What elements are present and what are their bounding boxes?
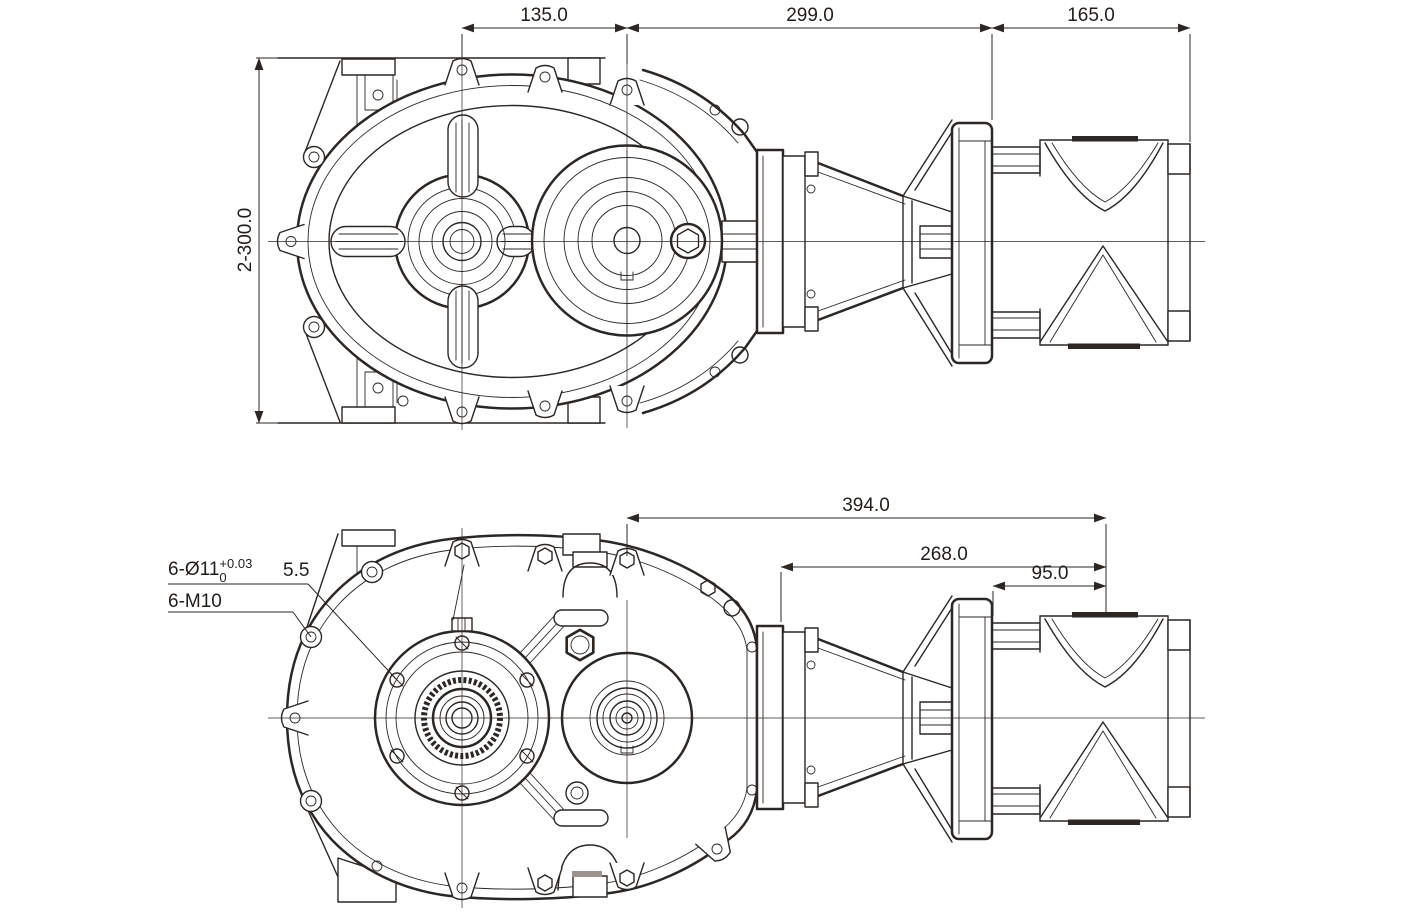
housing-details-bottom-view — [507, 533, 623, 898]
dim-text-165: 165.0 — [1067, 5, 1115, 26]
dimensions-bottom-view: 394.0 268.0 95.0 — [626, 495, 1107, 622]
slot-south — [447, 285, 479, 369]
vertical-centerlines-bottom — [461, 528, 628, 908]
leader-tapped-holes — [292, 611, 312, 638]
callout-depth: 5.5 — [283, 560, 309, 581]
motor-coupling-assembly-bottom — [755, 594, 1192, 844]
dim-text-299: 299.0 — [786, 5, 834, 26]
vent-plug-hex — [565, 628, 595, 662]
vertical-centerlines-top — [461, 52, 628, 430]
bracket-bolt-hole — [372, 382, 384, 394]
motor-coupling-assembly-top — [755, 118, 1192, 368]
oil-plug — [669, 222, 707, 260]
extension-lines — [461, 34, 1191, 142]
housing-lugs-bottom-view — [280, 538, 758, 901]
oil-plug-bottom — [565, 781, 589, 805]
slot-north — [447, 114, 479, 198]
dim-text-95: 95.0 — [1032, 563, 1069, 584]
top-view — [268, 52, 1205, 430]
dimensions-top-view: 135.0 299.0 165.0 2-300.0 — [235, 5, 1191, 424]
dim-text-394: 394.0 — [842, 495, 890, 516]
drain-boss — [572, 871, 602, 877]
dim-text-300: 2-300.0 — [235, 208, 256, 272]
leader-bolt-holes — [307, 583, 398, 681]
arch-top — [562, 562, 618, 598]
bracket-bolt-hole — [372, 89, 384, 101]
mounting-bracket-bottom-view — [305, 529, 397, 903]
bottom-view — [268, 528, 1205, 908]
callout-tapped-holes: 6-M10 — [168, 591, 222, 612]
housing-lugs-top-view — [276, 57, 749, 425]
dim-text-135: 135.0 — [520, 5, 568, 26]
dim-text-268: 268.0 — [920, 544, 968, 565]
